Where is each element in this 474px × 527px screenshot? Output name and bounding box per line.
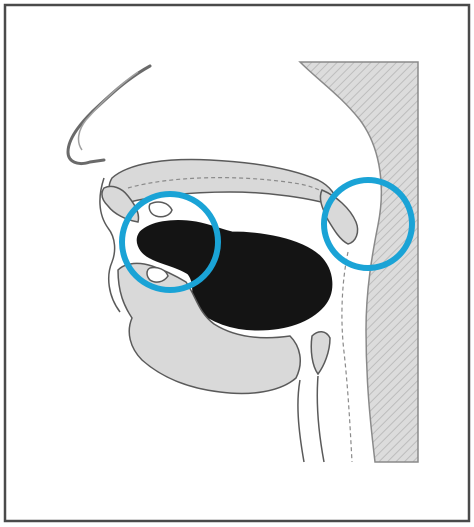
sagittal-section-diagram: [0, 0, 474, 527]
diagram-frame: [0, 0, 474, 527]
